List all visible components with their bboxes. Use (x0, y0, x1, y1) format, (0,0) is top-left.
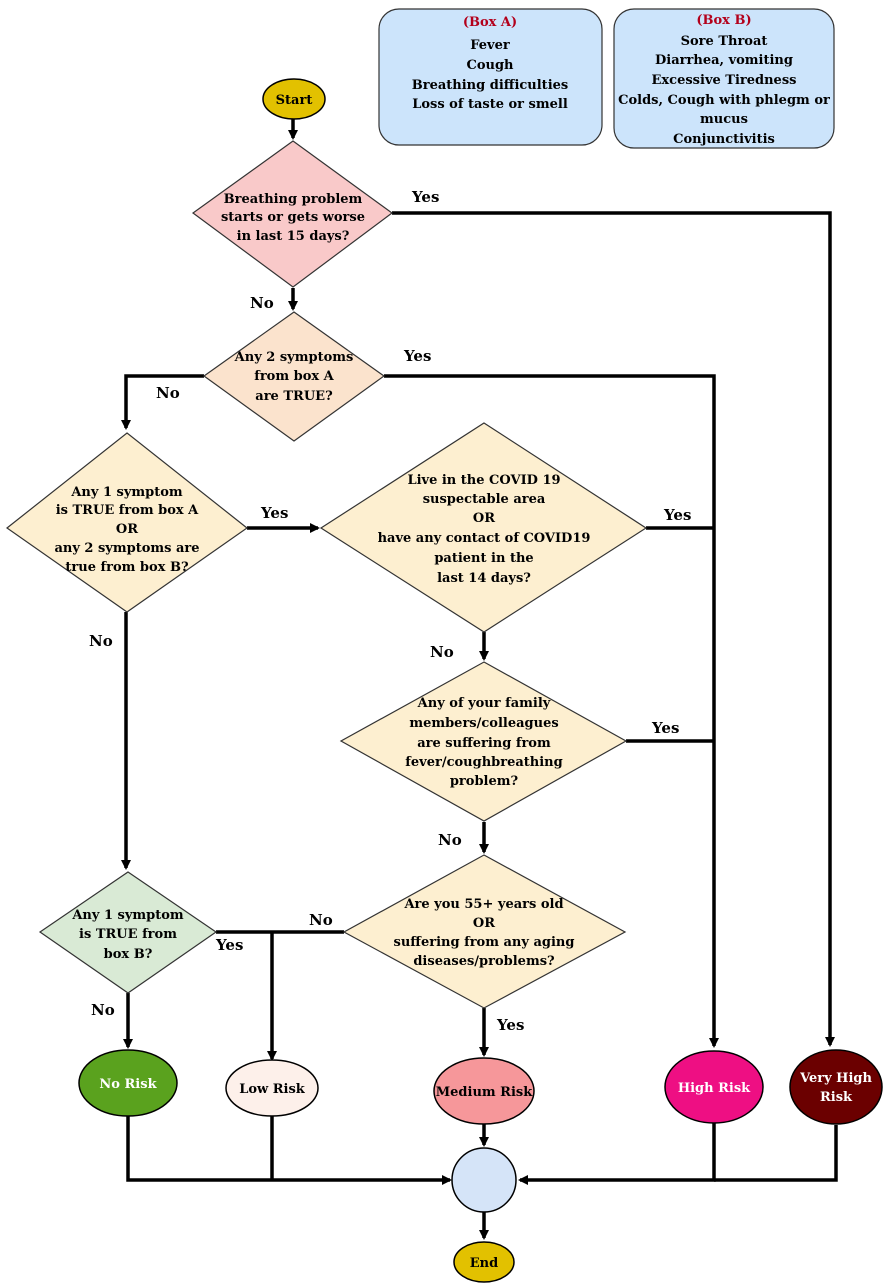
box-b-item: Diarrhea, vomiting (655, 53, 793, 68)
q4-line: patient in the (434, 551, 533, 566)
start-node: Start (262, 78, 326, 120)
q4-line: have any contact of COVID19 (378, 531, 591, 546)
q3-line: Any 1 symptom (70, 485, 183, 500)
edge-very-high-risk-merge (714, 1125, 838, 1182)
box-a-item: Breathing difficulties (412, 78, 568, 93)
end-node: End (453, 1241, 515, 1283)
edge-labels: Yes No Yes No Yes No Yes No Yes No No Ye… (89, 188, 691, 1034)
very-high-risk-label: Risk (820, 1090, 853, 1105)
box-a-item: Fever (470, 38, 510, 53)
q6-yes-label: Yes (496, 1016, 524, 1034)
q7-yes-label: Yes (215, 936, 243, 954)
high-risk-label: High Risk (678, 1081, 751, 1096)
outcome-medium-risk: Medium Risk (433, 1057, 535, 1125)
q6-line: OR (473, 916, 495, 931)
outcome-very-high-risk: Very High Risk (789, 1049, 883, 1125)
q2-line: Any 2 symptoms (234, 350, 354, 365)
box-a-item: Cough (466, 58, 514, 73)
q5-no-label: No (438, 831, 462, 849)
outcome-no-risk: No Risk (78, 1049, 178, 1117)
decision-one-symptom-box-b: Any 1 symptom is TRUE from box B? (38, 871, 218, 994)
q3-line: OR (116, 522, 138, 537)
box-b-item: mucus (700, 112, 748, 127)
q4-line: suspectable area (423, 492, 546, 507)
very-high-risk-label: Very High (799, 1071, 872, 1086)
q1-yes-label: Yes (411, 188, 439, 206)
q5-yes-label: Yes (651, 719, 679, 737)
outcome-high-risk: High Risk (664, 1050, 764, 1124)
q1-line: Breathing problem (224, 192, 363, 207)
q7-line: is TRUE from (79, 927, 177, 942)
q4-line: last 14 days? (437, 571, 531, 586)
q6-line: suffering from any aging (394, 935, 575, 950)
q2-line: from box A (254, 369, 334, 384)
q7-line: Any 1 symptom (71, 908, 184, 923)
q1-line: starts or gets worse (221, 210, 365, 225)
decision-family-suffering: Any of your family members/colleagues ar… (339, 661, 628, 822)
q2-no-label: No (156, 384, 180, 402)
q5-line: members/colleagues (409, 716, 558, 731)
box-a: (Box A) Fever Cough Breathing difficulti… (378, 8, 603, 146)
edge-q1-yes (392, 211, 835, 1047)
decision-age-55-plus: Are you 55+ years old OR suffering from … (342, 854, 627, 1009)
q2-line: are TRUE? (255, 389, 333, 404)
q1-line: in last 15 days? (237, 229, 350, 244)
q4-line: OR (473, 511, 495, 526)
start-label: Start (276, 93, 313, 108)
edge-q2-yes (384, 374, 719, 1048)
box-a-item: Loss of taste or smell (412, 97, 568, 112)
edge-q2-no (121, 374, 204, 430)
box-a-title: (Box A) (463, 15, 517, 30)
box-b-item: Sore Throat (681, 34, 768, 49)
no-risk-label: No Risk (99, 1077, 157, 1092)
q3-line: is TRUE from box A (56, 503, 199, 518)
q3-yes-label: Yes (260, 504, 288, 522)
q2-yes-label: Yes (403, 347, 431, 365)
q3-line: true from box B? (65, 560, 189, 575)
connectors (121, 118, 838, 1240)
box-b-item: Excessive Tiredness (652, 73, 797, 88)
q6-line: Are you 55+ years old (403, 897, 563, 912)
q4-line: Live in the COVID 19 (407, 473, 560, 488)
q3-no-label: No (89, 632, 113, 650)
edge-high-risk-merge (518, 1123, 716, 1185)
q7-line: box B? (104, 947, 153, 962)
decision-covid-area-contact: Live in the COVID 19 suspectable area OR… (319, 422, 648, 633)
q4-yes-label: Yes (663, 506, 691, 524)
q6-line: diseases/problems? (413, 954, 555, 969)
q1-no-label: No (250, 294, 274, 312)
edge-no-risk-merge (126, 1116, 452, 1185)
box-b-title: (Box B) (696, 13, 751, 28)
merge-node (451, 1147, 517, 1213)
end-label: End (470, 1256, 498, 1271)
low-risk-label: Low Risk (239, 1082, 306, 1097)
box-b-item: Colds, Cough with phlegm or (618, 93, 830, 108)
q5-line: are suffering from (417, 736, 551, 751)
box-b-item: Conjunctivitis (673, 132, 775, 147)
q3-line: any 2 symptoms are (54, 541, 199, 556)
decision-breathing-problem: Breathing problem starts or gets worse i… (191, 140, 394, 288)
decision-one-symptom-box-a: Any 1 symptom is TRUE from box A OR any … (5, 432, 249, 613)
box-b: (Box B) Sore Throat Diarrhea, vomiting E… (613, 8, 835, 149)
q6-no-label: No (309, 911, 333, 929)
q5-line: fever/coughbreathing (405, 755, 562, 770)
decision-two-symptoms-box-a: Any 2 symptoms from box A are TRUE? (202, 311, 386, 442)
q5-line: Any of your family (417, 696, 551, 711)
q7-no-label: No (91, 1001, 115, 1019)
q5-line: problem? (450, 774, 519, 789)
medium-risk-label: Medium Risk (436, 1085, 533, 1100)
outcome-low-risk: Low Risk (225, 1059, 319, 1117)
q4-no-label: No (430, 643, 454, 661)
